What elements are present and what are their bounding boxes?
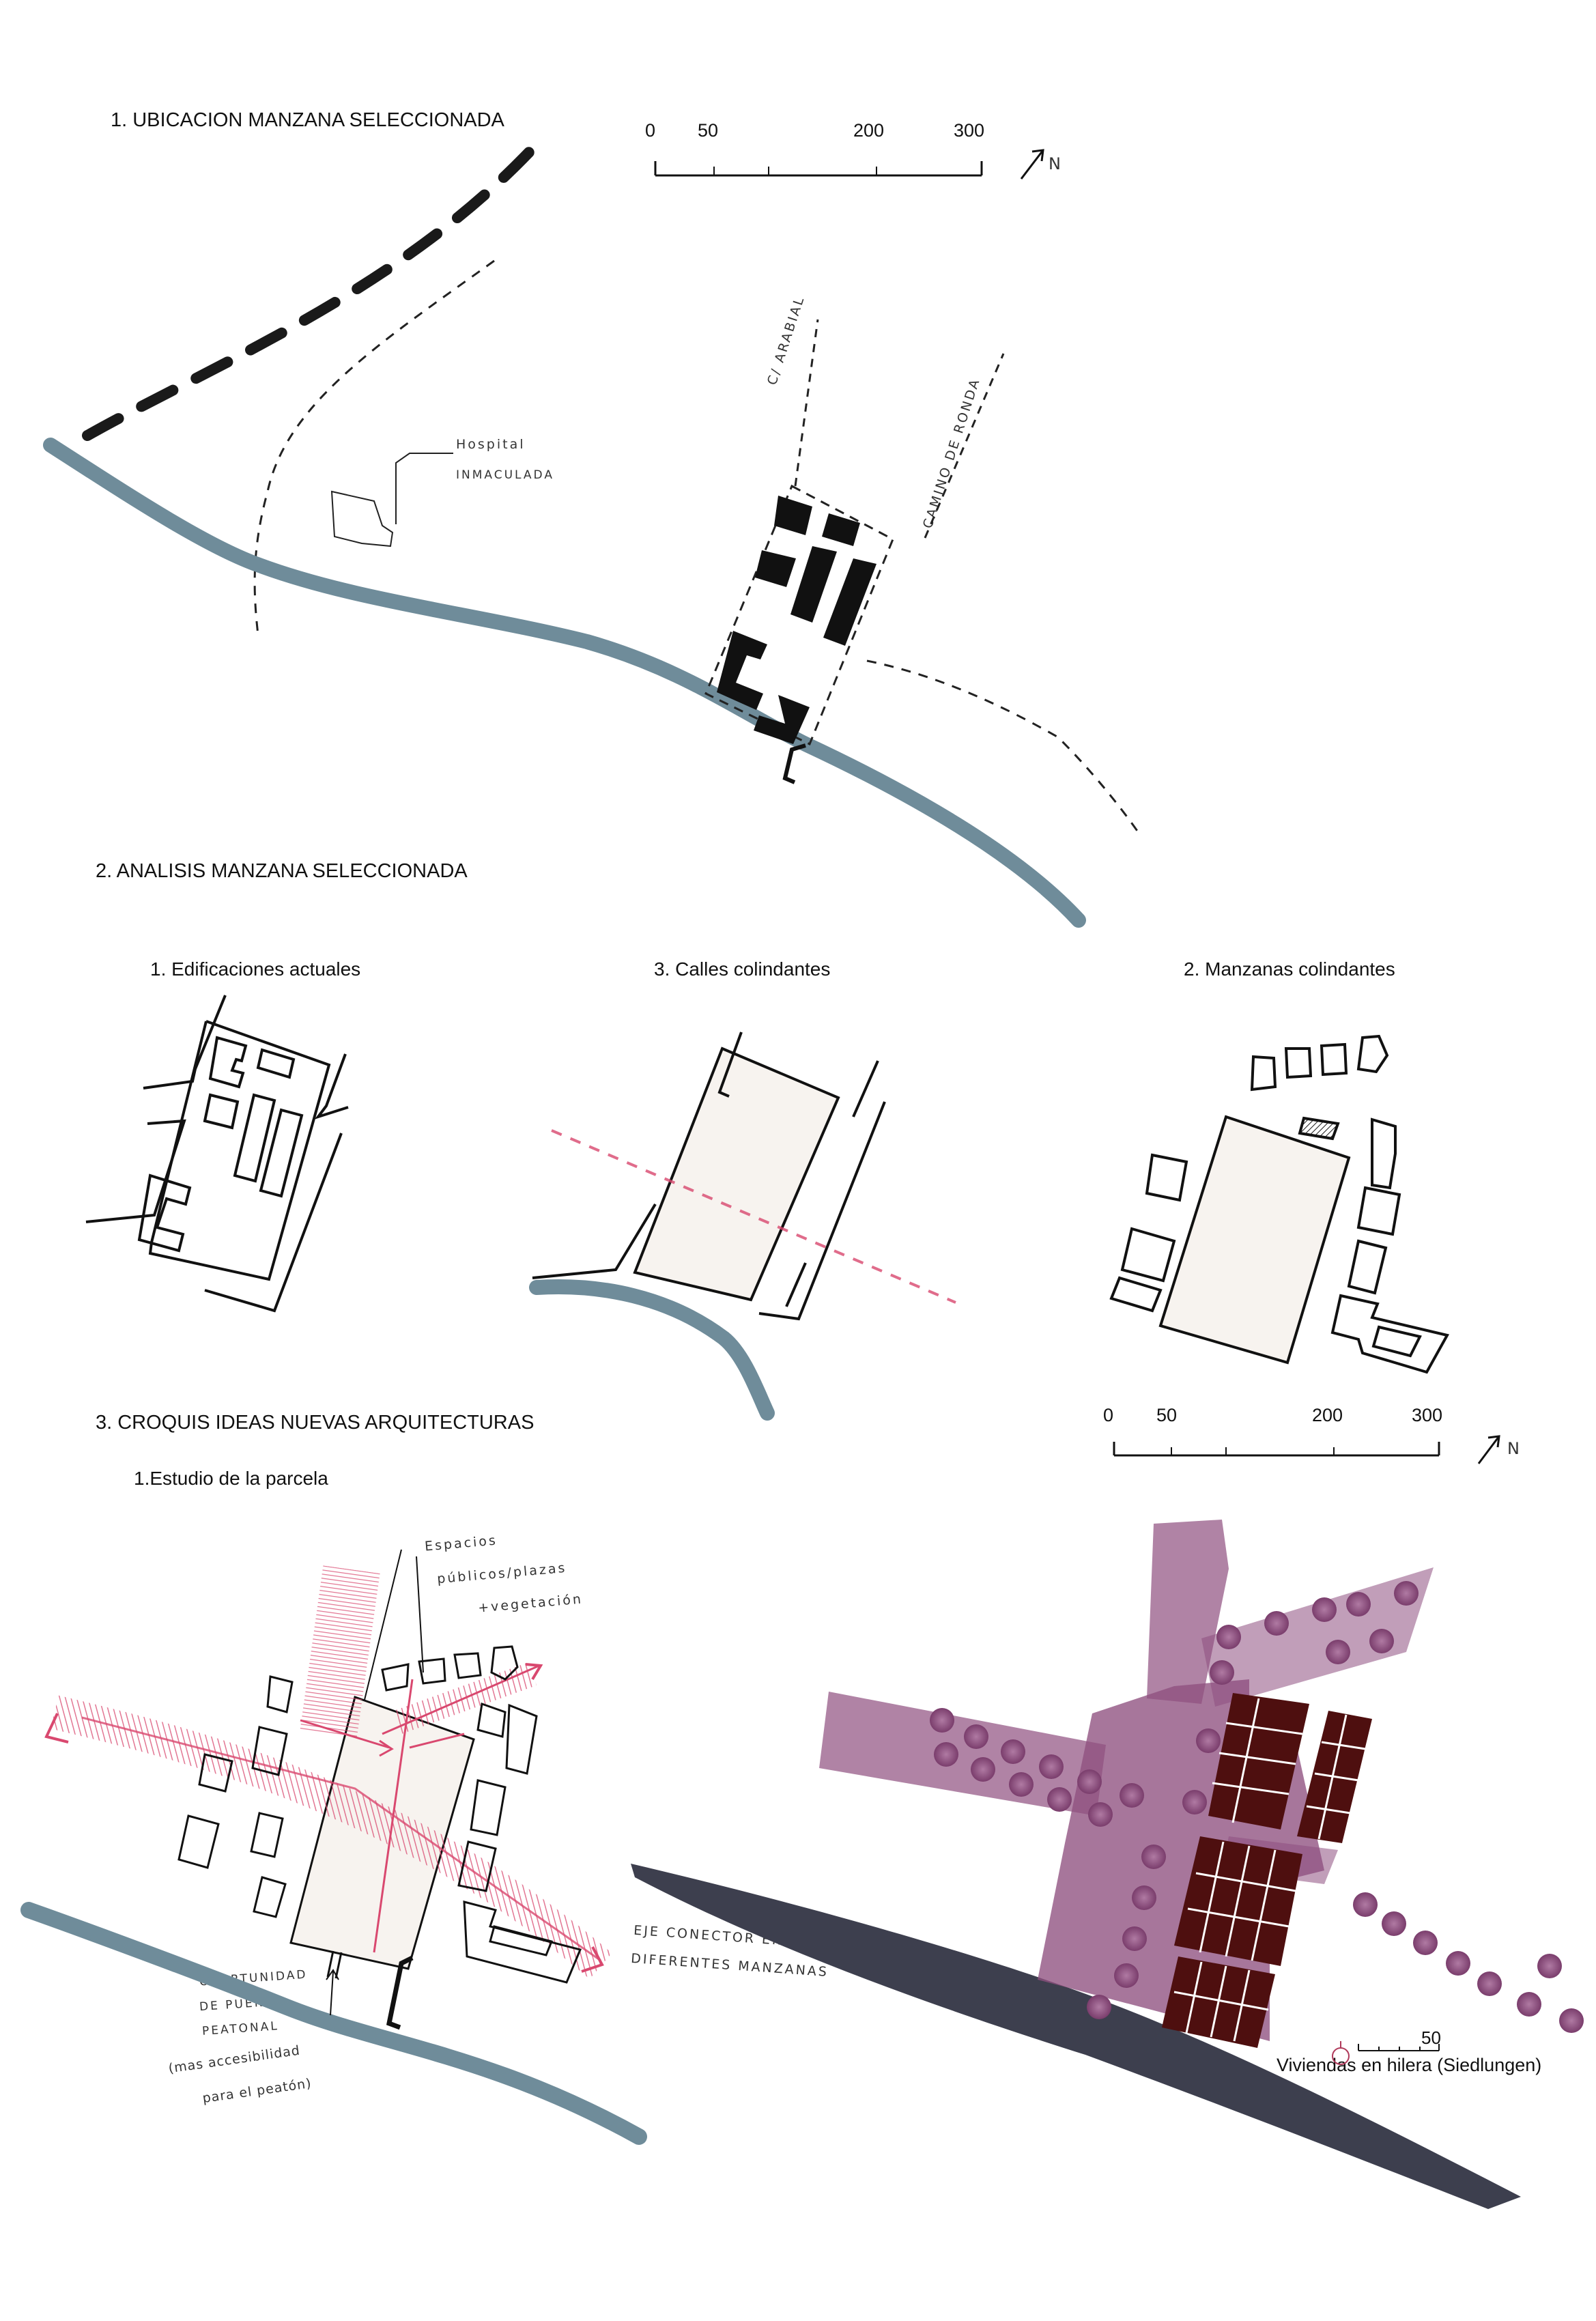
north-arrow-icon-2	[1477, 1435, 1500, 1464]
bridge-symbol-2	[386, 1955, 414, 2030]
panel-label-edificaciones: 1. Edificaciones actuales	[150, 958, 361, 980]
north-arrow-icon	[1020, 149, 1044, 180]
scale2-tick-50: 50	[1156, 1405, 1178, 1425]
panel2-drawing	[529, 1031, 956, 1421]
section1-title: 1. UBICACION MANZANA SELECCIONADA	[111, 109, 504, 131]
scale2-tick-0: 0	[1103, 1405, 1114, 1425]
panel-label-manzanas: 2. Manzanas colindantes	[1184, 958, 1395, 980]
scale1-tick-0: 0	[645, 120, 656, 141]
bridge-symbol-1	[782, 743, 806, 784]
trees	[930, 1581, 1584, 2033]
panel1-drawing	[85, 995, 349, 1313]
hospital-leader	[395, 453, 453, 524]
scale-bar-1	[654, 161, 983, 177]
scale2-tick-200: 200	[1312, 1405, 1343, 1425]
section3-title: 3. CROQUIS IDEAS NUEVAS ARQUITECTURAS	[96, 1412, 535, 1434]
scale1-tick-200: 200	[853, 120, 885, 141]
scale1-tick-300: 300	[954, 120, 985, 141]
scale-bar-2	[1113, 1442, 1440, 1457]
scale1-tick-50: 50	[698, 120, 719, 141]
plan-scale-value: 50	[1421, 2027, 1441, 2048]
scale2-tick-300: 300	[1412, 1405, 1443, 1425]
panel3-drawing	[1109, 1034, 1450, 1374]
dashed-road-east	[866, 659, 1140, 834]
croquis-sketch	[20, 1549, 647, 2145]
selected-block-boundary	[704, 484, 894, 746]
plan-scale-bar	[1332, 2041, 1440, 2065]
hospital-outline	[330, 490, 394, 547]
site-plan	[631, 1520, 1584, 2209]
railway-line	[82, 128, 552, 441]
section2-title: 2. ANALISIS MANZANA SELECCIONADA	[96, 860, 468, 882]
scale2-north-label: N	[1507, 1439, 1522, 1458]
panel-label-calles: 3. Calles colindantes	[654, 958, 831, 980]
hospital-label-line1: Hospital	[456, 437, 526, 452]
river-main	[43, 438, 1086, 928]
plan-caption: Viviendas en hilera (Siedlungen)	[1277, 2055, 1542, 2075]
section3-subtitle: 1.Estudio de la parcela	[134, 1468, 328, 1489]
scale1-north-label: N	[1049, 154, 1063, 173]
hospital-label-line2: INMACULADA	[456, 468, 554, 482]
existing-buildings-black	[717, 496, 877, 744]
